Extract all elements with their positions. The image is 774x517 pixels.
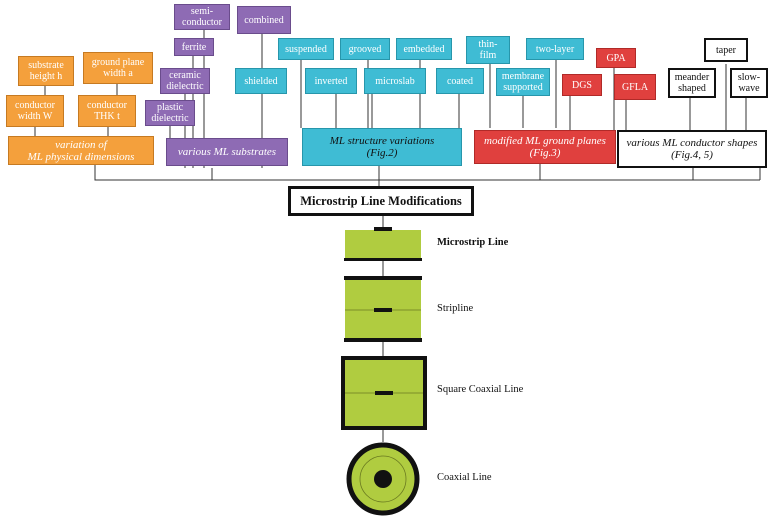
suspended-box: suspended [278,38,334,60]
slow-wave-box: slow- wave [730,68,768,98]
ground-planes-category: modified ML ground planes (Fig.3) [474,130,616,164]
inverted-box: inverted [305,68,357,94]
microslab-box: microslab [364,68,426,94]
plastic-dielectric-box: plastic dielectric [145,100,195,126]
physical-dimensions-category: variation of ML physical dimensions [8,136,154,165]
coaxial-line-label: Coaxial Line [437,472,492,483]
gfla-box: GFLA [614,74,656,100]
microstrip-line-icon [344,227,422,261]
two-layer-box: two-layer [526,38,584,60]
square-coaxial-line-label: Square Coaxial Line [437,384,524,395]
ferrite-box: ferrite [174,38,214,56]
combined-box: combined [237,6,291,34]
stripline-label: Stripline [437,303,474,314]
conductor-thk-box: conductor THK t [78,95,136,127]
substrate-height-box: substrate height h [18,56,74,86]
coaxial-line-icon [346,442,420,516]
conductor-width-box: conductor width W [6,95,64,127]
membrane-supported-box: membrane supported [496,68,550,96]
dgs-box: DGS [562,74,602,96]
substrates-category: various ML substrates [166,138,288,166]
main-title-box: Microstrip Line Modifications [288,186,474,216]
stripline-icon [344,276,422,342]
structure-variations-category: ML structure variations (Fig.2) [302,128,462,166]
ground-plane-width-box: ground plane width a [83,52,153,84]
grooved-box: grooved [340,38,390,60]
thin-film-box: thin- film [466,36,510,64]
gpa-box: GPA [596,48,636,68]
conductor-shapes-category: various ML conductor shapes (Fig.4, 5) [617,130,767,168]
ceramic-dielectric-box: ceramic dielectric [160,68,210,94]
shielded-box: shielded [235,68,287,94]
microstrip-line-label: Microstrip Line [437,237,509,248]
meander-shaped-box: meander shaped [668,68,716,98]
coated-box: coated [436,68,484,94]
taper-box: taper [704,38,748,62]
embedded-box: embedded [396,38,452,60]
square-coaxial-line-icon [341,356,427,430]
semiconductor-box: semi- conductor [174,4,230,30]
